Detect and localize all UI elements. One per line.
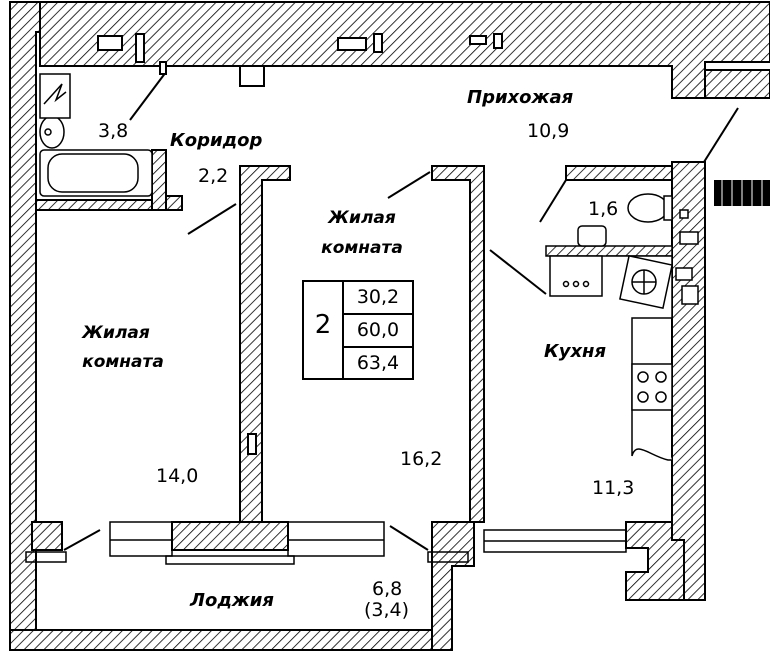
corridor-label: Коридор	[170, 130, 263, 151]
living-left-area: 14,0	[156, 465, 199, 487]
summary-table	[302, 280, 414, 380]
bathtub-icon	[39, 149, 153, 197]
summary-total-area: 60,0	[356, 319, 400, 341]
loggia-area: 6,8	[372, 578, 403, 600]
ventilation-icon	[39, 73, 71, 119]
summary-total-with-loggia: 63,4	[356, 352, 400, 374]
hallway-label: Прихожая	[467, 87, 574, 108]
hallway-area: 10,9	[527, 120, 570, 142]
wall-marks	[97, 33, 503, 455]
washbasin-icon	[39, 115, 65, 149]
right-wall-marks	[675, 209, 699, 305]
bathroom-area: 3,8	[98, 120, 129, 142]
living-left-label-line2: комната	[82, 352, 164, 372]
living-center-area: 16,2	[400, 448, 443, 470]
summary-living-area: 30,2	[356, 286, 400, 308]
kitchen-area: 11,3	[592, 477, 635, 499]
corridor-area: 2,2	[198, 165, 229, 187]
living-left-label-line1: Жилая	[82, 323, 150, 343]
toilet-icon	[627, 193, 673, 223]
living-center-label-line2: комната	[321, 238, 403, 258]
loggia-area-reduced: (3,4)	[364, 599, 410, 621]
exterior-stub	[714, 180, 770, 206]
kitchen-label: Кухня	[544, 341, 607, 362]
window-lines	[25, 521, 627, 565]
summary-rooms: 2	[314, 310, 332, 340]
living-center-label-line1: Жилая	[328, 208, 396, 228]
toilet-area: 1,6	[588, 198, 619, 220]
sink-icon	[631, 269, 657, 295]
door-lines	[63, 71, 739, 551]
loggia-label: Лоджия	[190, 590, 274, 611]
